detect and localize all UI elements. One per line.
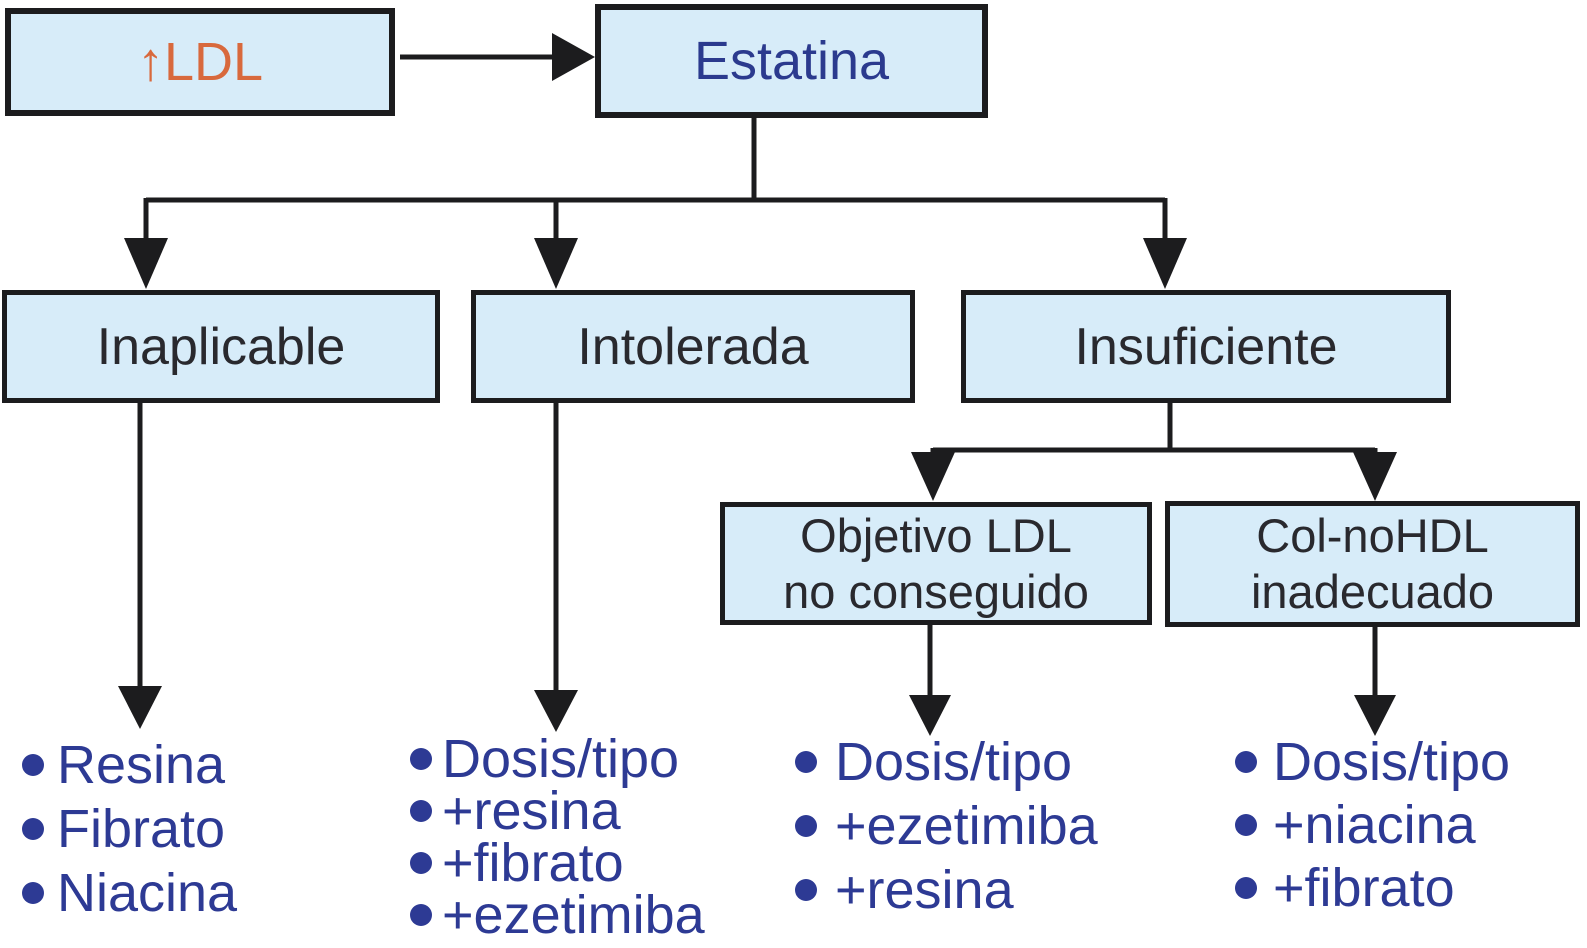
node-inaplicable-label: Inaplicable	[96, 317, 346, 376]
arrowhead-down-icon	[1353, 452, 1397, 501]
bullet-icon	[795, 879, 817, 901]
list-intolerada-options: Dosis/tipo +resina +fibrato +ezetimiba	[410, 729, 705, 945]
list-item: +niacina	[1235, 793, 1510, 856]
arrowhead-down-icon	[534, 238, 578, 289]
list-item: Fibrato	[22, 797, 237, 861]
node-estatina-label: Estatina	[693, 31, 890, 91]
list-item-label: +fibrato	[1273, 857, 1455, 918]
list-item: Dosis/tipo	[1235, 730, 1510, 793]
list-item: Dosis/tipo	[795, 730, 1098, 794]
node-ldl-label: ↑LDL	[136, 32, 264, 92]
node-estatina: Estatina	[595, 4, 988, 118]
bullet-icon	[410, 800, 432, 822]
node-objetivo-ldl: Objetivo LDL no conseguido	[720, 502, 1152, 625]
node-intolerada: Intolerada	[471, 290, 915, 403]
list-item-label: +fibrato	[442, 833, 624, 893]
bullet-icon	[22, 754, 44, 776]
bullet-icon	[795, 751, 817, 773]
list-item: +resina	[795, 858, 1098, 922]
bullet-icon	[1235, 876, 1257, 899]
node-objetivo-ldl-line1: Objetivo LDL	[800, 508, 1072, 562]
list-item-label: Fibrato	[57, 799, 226, 859]
list-item: +ezetimiba	[410, 885, 705, 945]
node-inaplicable: Inaplicable	[2, 290, 440, 403]
node-insuficiente-label: Insuficiente	[1074, 317, 1338, 376]
list-item-label: +niacina	[1273, 794, 1476, 855]
bullet-icon	[22, 882, 44, 904]
list-item-label: +resina	[835, 860, 1014, 920]
list-item: Resina	[22, 733, 237, 797]
list-item-label: Niacina	[57, 863, 238, 923]
arrowhead-down-icon	[534, 690, 578, 732]
bullet-icon	[410, 748, 432, 770]
bullet-icon	[1235, 813, 1257, 836]
list-item-label: Dosis/tipo	[835, 732, 1073, 792]
arrowhead-down-icon	[124, 238, 168, 289]
node-col-nohdl-line2: inadecuado	[1250, 565, 1495, 618]
list-item: Niacina	[22, 861, 237, 925]
arrowhead-down-icon	[911, 452, 955, 501]
node-intolerada-label: Intolerada	[577, 317, 809, 376]
list-item-label: Dosis/tipo	[1273, 731, 1511, 792]
node-objetivo-ldl-line2: no conseguido	[783, 564, 1089, 618]
bullet-icon	[22, 818, 44, 840]
list-item: +resina	[410, 781, 705, 841]
arrowhead-down-icon	[909, 695, 951, 736]
list-item-label: Dosis/tipo	[442, 729, 680, 789]
bullet-icon	[410, 904, 432, 926]
list-item-label: +ezetimiba	[835, 796, 1098, 856]
list-inaplicable-options: Resina Fibrato Niacina	[22, 733, 237, 925]
bullet-icon	[795, 815, 817, 837]
node-ldl: ↑LDL	[5, 8, 395, 116]
arrowhead-down-icon	[118, 686, 162, 729]
arrowhead-down-icon	[1354, 695, 1396, 736]
arrowhead-down-icon	[1143, 238, 1187, 289]
node-col-nohdl: Col-noHDL inadecuado	[1165, 501, 1580, 627]
list-item: +fibrato	[410, 833, 705, 893]
list-objetivo-ldl-options: Dosis/tipo +ezetimiba +resina	[795, 730, 1098, 922]
list-item-label: +ezetimiba	[442, 885, 705, 945]
list-col-nohdl-options: Dosis/tipo +niacina +fibrato	[1235, 730, 1510, 919]
list-item: +fibrato	[1235, 856, 1510, 919]
list-item-label: Resina	[57, 735, 226, 795]
list-item: Dosis/tipo	[410, 729, 705, 789]
bullet-icon	[1235, 750, 1257, 773]
arrowhead-right-icon	[552, 33, 595, 81]
bullet-icon	[410, 852, 432, 874]
node-col-nohdl-line1: Col-noHDL	[1256, 509, 1489, 562]
node-insuficiente: Insuficiente	[961, 290, 1451, 403]
list-item-label: +resina	[442, 781, 621, 841]
list-item: +ezetimiba	[795, 794, 1098, 858]
